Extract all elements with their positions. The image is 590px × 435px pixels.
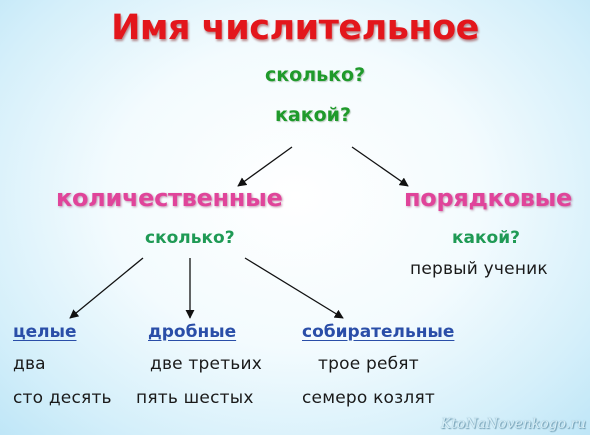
- diagram-title: Имя числительное: [111, 8, 479, 48]
- branch-label-cardinal: количественные: [56, 184, 283, 212]
- ordinal-question: какой?: [452, 228, 520, 248]
- ordinal-example: первый ученик: [410, 259, 548, 279]
- arrow-to-ordinal: [351, 146, 409, 187]
- example-whole-2: сто десять: [13, 388, 112, 408]
- branch-label-ordinal: порядковые: [404, 184, 572, 212]
- site-watermark: KtoNaNovenkogo.ru: [440, 416, 586, 432]
- subcategory-whole: целые: [13, 322, 77, 342]
- root-question-how-many: сколько?: [265, 64, 366, 86]
- cardinal-question: сколько?: [145, 228, 235, 248]
- example-whole-1: два: [13, 354, 46, 374]
- example-fractional-2: пять шестых: [136, 388, 254, 408]
- subcategory-collective: собирательные: [302, 322, 455, 342]
- example-fractional-1: две третьих: [150, 354, 263, 374]
- root-question-which: какой?: [275, 104, 351, 126]
- subcategory-fractional: дробные: [148, 322, 237, 342]
- arrow-to-collective: [244, 257, 344, 319]
- arrow-to-cardinal: [237, 146, 293, 187]
- arrow-to-whole: [69, 257, 144, 319]
- example-collective-1: трое ребят: [318, 354, 419, 374]
- example-collective-2: семеро козлят: [302, 388, 435, 408]
